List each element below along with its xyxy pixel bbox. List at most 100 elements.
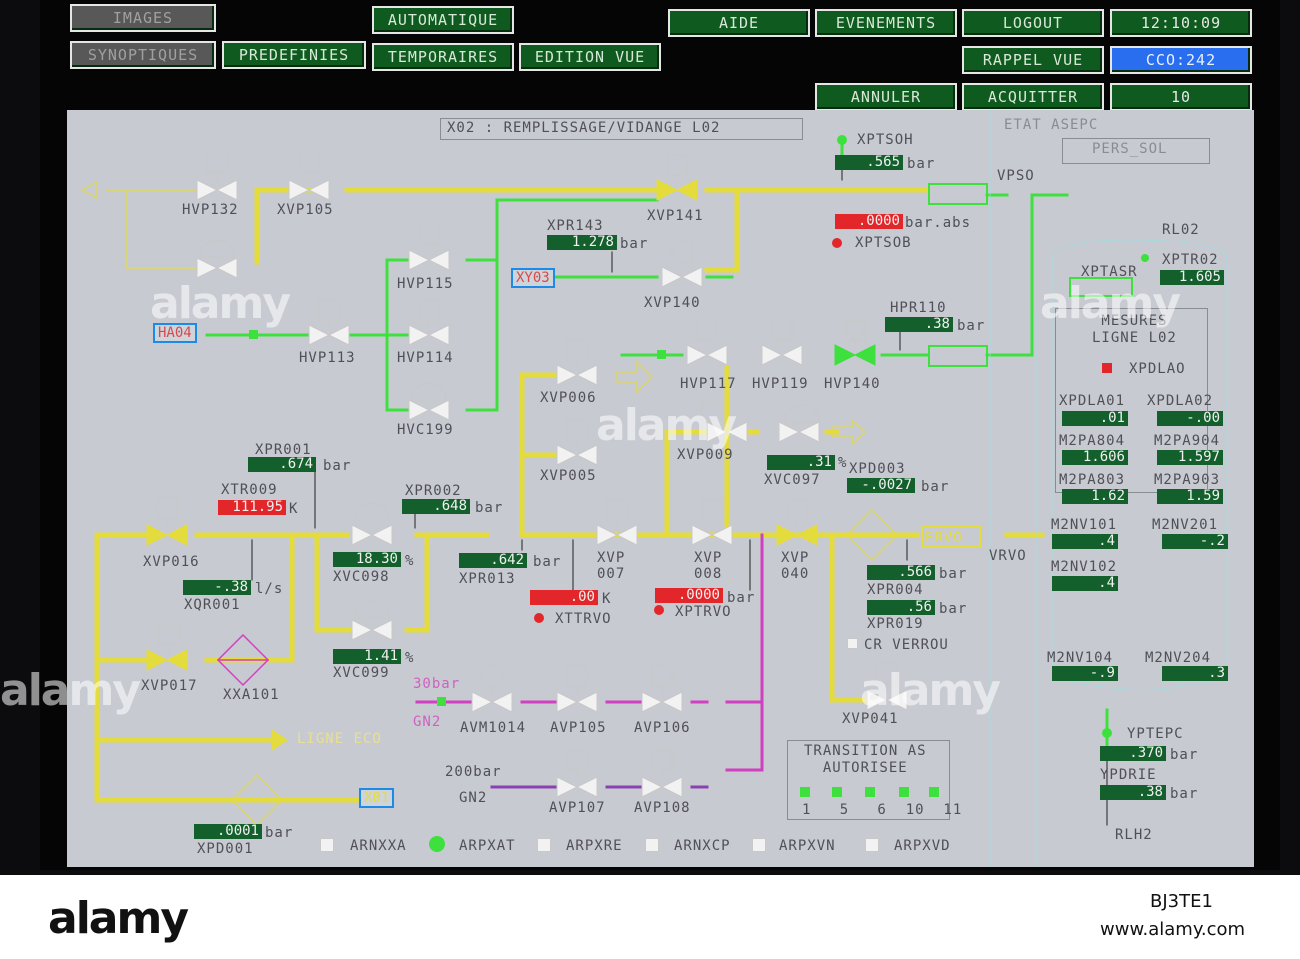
label-hvp114[interactable]: HVP114 [397,350,454,366]
label-avp105[interactable]: AVP105 [550,720,607,736]
label-xvp041[interactable]: XVP041 [842,711,899,727]
unit-xpd003: bar [921,479,950,495]
legend-checkbox-arpxre[interactable] [537,838,551,852]
value-m2nv204: .3 [1162,666,1228,681]
label-xttrvo: XTTRVO [555,611,612,627]
clock-display: 12:10:09 [1110,9,1252,37]
cr-verrou-checkbox[interactable] [847,638,858,649]
unit-xpr004: bar [939,566,968,582]
value-xptr02: 1.605 [1160,270,1224,285]
label-hvp117[interactable]: HVP117 [680,376,737,392]
alarm-count-display: 10 [1110,83,1252,111]
label-xvp008[interactable]: XVP 008 [694,550,723,582]
rappel-vue-button[interactable]: RAPPEL VUE [962,46,1104,74]
images-button[interactable]: IMAGES [70,4,216,32]
legend-checkbox-arpxvn[interactable] [752,838,766,852]
label-xvc098[interactable]: XVC098 [333,569,390,585]
label-m2nv102: M2NV102 [1051,559,1118,575]
label-avp107[interactable]: AVP107 [549,800,606,816]
unit-xpd001: bar [265,825,294,841]
value-hpr110: .38 [885,317,953,332]
label-hvp132[interactable]: HVP132 [182,202,239,218]
transition-box [787,740,950,820]
automatique-button[interactable]: AUTOMATIQUE [372,6,514,34]
label-xvp005[interactable]: XVP005 [540,468,597,484]
label-xpr019: XPR019 [867,616,924,632]
unit-yptepc: bar [1170,747,1199,763]
label-rl02: RL02 [1162,222,1200,238]
edition-vue-button[interactable]: EDITION VUE [519,43,661,71]
label-xvp140[interactable]: XVP140 [644,295,701,311]
watermark-url: www.alamy.com [1100,919,1246,940]
value-xvc097: .31 [767,455,835,470]
view-title-box [440,118,803,140]
label-xvp040[interactable]: XVP 040 [781,550,810,582]
label-hvp115[interactable]: HVP115 [397,276,454,292]
legend-checkbox-arnxcp[interactable] [645,838,659,852]
label-m2nv104: M2NV104 [1047,650,1114,666]
label-xvc099[interactable]: XVC099 [333,665,390,681]
label-hvp113[interactable]: HVP113 [299,350,356,366]
pers-sol-box[interactable] [1062,138,1210,164]
label-200bar: 200bar [445,764,502,780]
yellow-pipes [94,187,1045,803]
synoptic-panel: X02 : REMPLISSAGE/VIDANGE L02 ETAT ASEPC… [67,110,1254,867]
label-xvp017[interactable]: XVP017 [141,678,198,694]
label-vrvo: VRVO [989,548,1027,564]
value-m2pa804: 1.606 [1062,450,1128,465]
legend-indicator-arpxat[interactable] [429,836,445,852]
label-xvp007[interactable]: XVP 007 [597,550,626,582]
mesures-box [1055,308,1208,493]
value-xpr001: .674 [248,457,316,472]
magenta-pipes [415,533,764,772]
temporaires-button[interactable]: TEMPORAIRES [372,43,514,71]
value-xvc099: 1.41 [333,649,401,664]
label-hvp140[interactable]: HVP140 [824,376,881,392]
logout-button[interactable]: LOGOUT [962,9,1104,37]
label-rlh2: RLH2 [1115,827,1153,843]
label-xvp006[interactable]: XVP006 [540,390,597,406]
label-avp108[interactable]: AVP108 [634,800,691,816]
label-xxa101[interactable]: XXA101 [223,687,280,703]
unit-ypdrie: bar [1170,786,1199,802]
label-hvp119[interactable]: HVP119 [752,376,809,392]
tag-x01[interactable]: X01 [359,788,395,808]
aide-button[interactable]: AIDE [668,9,810,37]
label-m2pa803: M2PA803 [1059,472,1126,488]
label-avp106[interactable]: AVP106 [634,720,691,736]
label-hpr110: HPR110 [890,300,947,316]
label-xvp009[interactable]: XVP009 [677,447,734,463]
mesures-label: MESURES LIGNE L02 [1092,313,1177,346]
label-gn2-b: GN2 [459,790,488,806]
evenements-button[interactable]: EVENEMENTS [815,9,957,37]
predefinies-button[interactable]: PREDEFINIES [222,41,366,69]
value-xttrvo: .00 [530,590,598,605]
unit-xqr001: l/s [255,581,284,597]
synoptiques-button[interactable]: SYNOPTIQUES [70,41,216,69]
value-m2nv102: .4 [1052,576,1118,591]
legend-checkbox-arpxvd[interactable] [865,838,879,852]
unit-xtr009: K [289,501,299,517]
label-m2nv204: M2NV204 [1145,650,1212,666]
label-ervo[interactable]: ERVO [925,530,963,546]
label-hvc199[interactable]: HVC199 [397,422,454,438]
tag-ha04[interactable]: HA04 [153,323,197,343]
watermark-1: alamy [150,278,291,329]
watermark-logo: alamy [48,893,189,944]
label-xptsob: XPTSOB [855,235,912,251]
label-avm1014[interactable]: AVM1014 [460,720,527,736]
annuler-button[interactable]: ANNULER [815,83,957,111]
watermark-5: alamy [860,665,1001,716]
label-xvp105[interactable]: XVP105 [277,202,334,218]
tag-xy03[interactable]: XY03 [511,268,555,288]
acquitter-button[interactable]: ACQUITTER [962,83,1104,111]
label-m2pa903: M2PA903 [1154,472,1221,488]
label-xvp016[interactable]: XVP016 [143,554,200,570]
value-m2pa903: 1.59 [1157,489,1223,504]
label-xptsoh: XPTSOH [857,132,914,148]
legend-checkbox-arnxxa[interactable] [320,838,334,852]
label-xvc097[interactable]: XVC097 [764,472,821,488]
label-xptasr: XPTASR [1081,264,1138,280]
transition-label: TRANSITION AS AUTORISEE [804,743,927,776]
label-xvp141[interactable]: XVP141 [647,208,704,224]
